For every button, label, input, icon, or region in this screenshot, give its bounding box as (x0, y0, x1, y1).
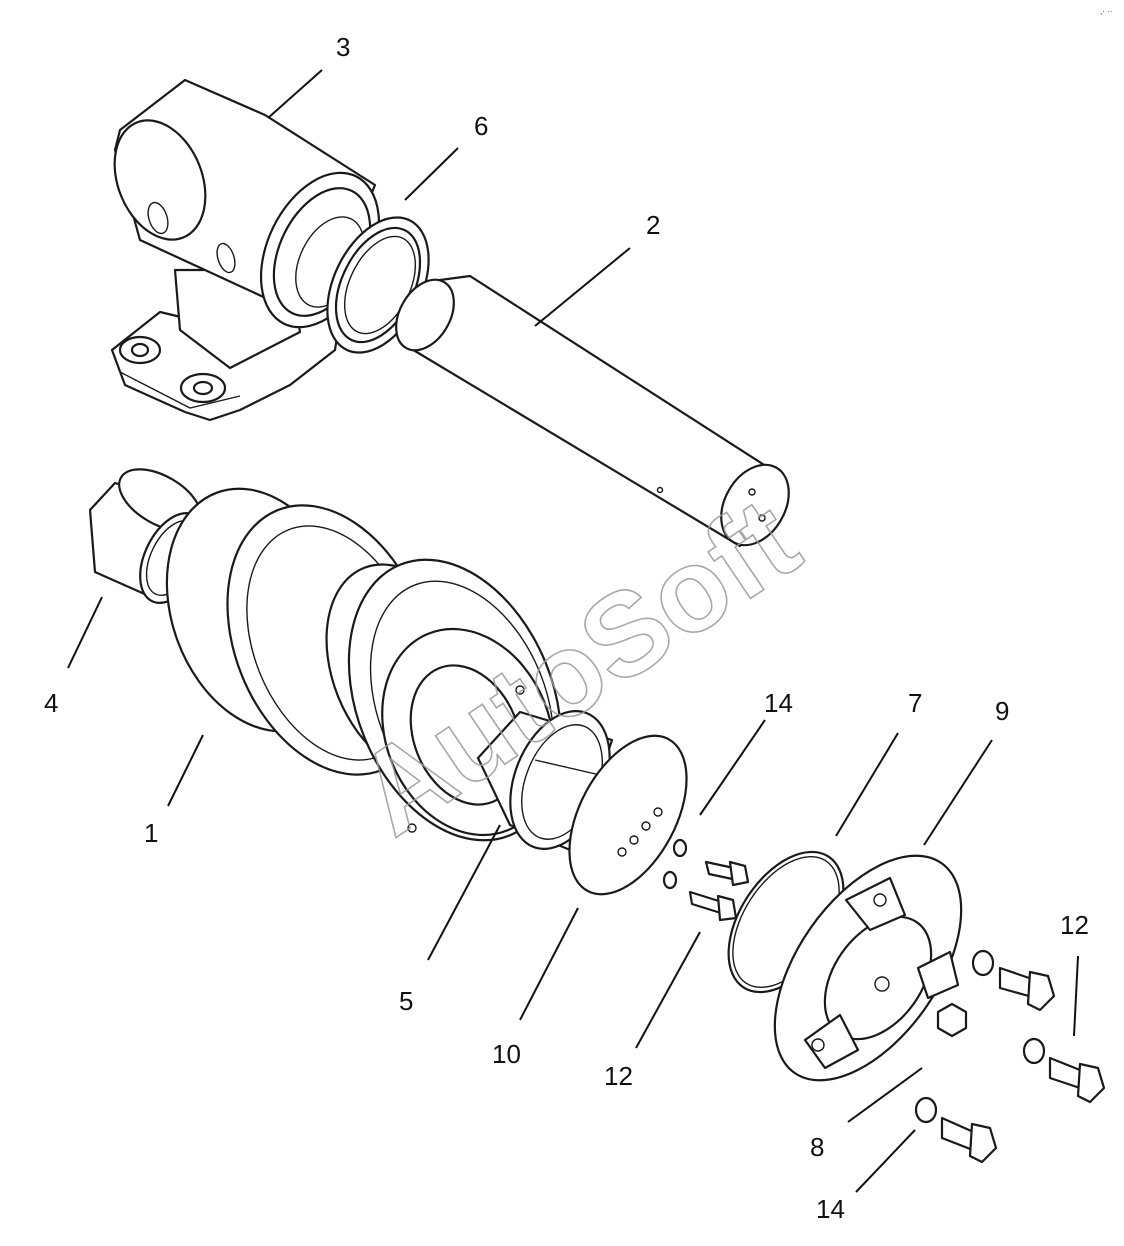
callout-6: 6 (474, 111, 488, 141)
callout-7: 7 (908, 688, 922, 718)
small-bolt-upper (704, 860, 750, 887)
part-10-cover-plate (568, 734, 688, 896)
part-2-shaft (395, 274, 790, 548)
bolt-lower-right (914, 1096, 998, 1164)
callout-1: 1 (144, 818, 158, 848)
small-bolt-lower (688, 890, 738, 922)
bolt-middle-right (1022, 1037, 1106, 1104)
corner-mark: ,· ·· (1100, 7, 1112, 16)
callout-14-lower: 14 (816, 1194, 845, 1224)
callout-4: 4 (44, 688, 58, 718)
callout-14-upper: 14 (764, 688, 793, 718)
leader-lines (67, 69, 1079, 1193)
part-8-nut (936, 1002, 968, 1038)
callout-10: 10 (492, 1039, 521, 1069)
small-washers (662, 838, 688, 890)
callout-2: 2 (646, 210, 660, 240)
callout-9: 9 (995, 696, 1009, 726)
bolt-upper-right (971, 949, 1056, 1012)
callout-12-lower: 12 (604, 1061, 633, 1091)
callout-3: 3 (336, 32, 350, 62)
part-1-roller (165, 487, 563, 842)
callouts: 3 6 2 4 1 14 7 9 5 10 12 12 8 14 (44, 32, 1089, 1224)
callout-5: 5 (399, 986, 413, 1016)
callout-12-right: 12 (1060, 910, 1089, 940)
callout-8: 8 (810, 1132, 824, 1162)
part-9-end-cap (773, 854, 963, 1082)
